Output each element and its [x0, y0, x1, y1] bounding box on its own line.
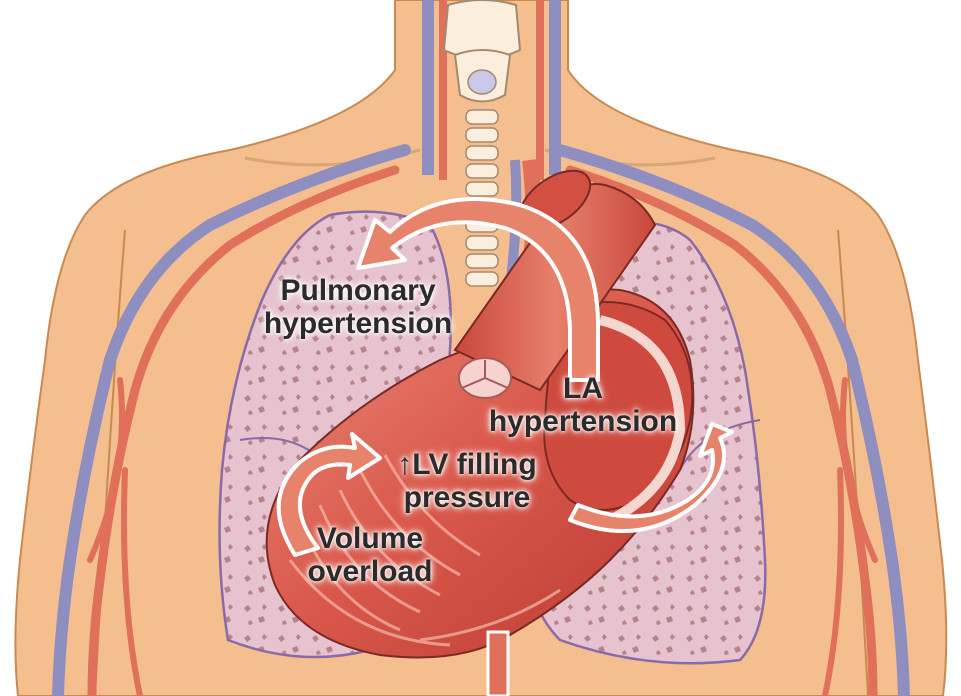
pulmonary-line-1: Pulmonary — [258, 274, 458, 307]
volume-line-1: Volume — [294, 522, 446, 555]
volume-overload-label: Volume overload — [294, 522, 446, 588]
volume-line-2: overload — [294, 555, 446, 588]
pulmonary-hypertension-label: Pulmonary hypertension — [258, 274, 458, 340]
pulmonary-line-2: hypertension — [258, 307, 458, 340]
lv-line-2: pressure — [374, 481, 560, 514]
la-line-1: LA — [472, 372, 694, 405]
lv-line-1: ↑LV filling — [374, 448, 560, 481]
la-hypertension-label: LA hypertension — [472, 372, 694, 438]
la-line-2: hypertension — [472, 405, 694, 438]
inferior-vessel — [488, 632, 508, 696]
lv-filling-pressure-label: ↑LV filling pressure — [374, 448, 560, 514]
